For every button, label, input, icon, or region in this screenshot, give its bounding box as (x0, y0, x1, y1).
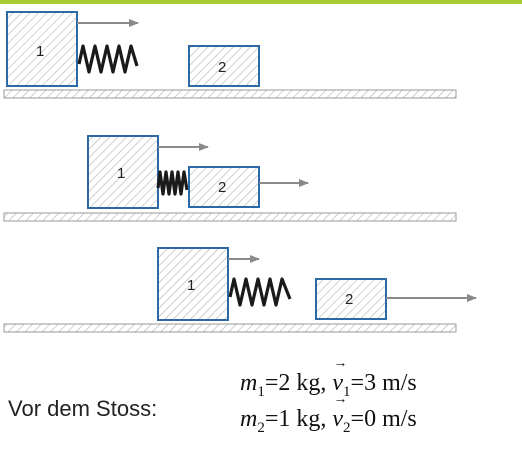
v2-symbol: v (332, 392, 347, 433)
block-1 (157, 247, 229, 321)
equation-line-1: m1=2 kg, v1=3 m/s (240, 356, 417, 401)
stage-1: 1 2 (3, 11, 457, 99)
stage-2: 1 2 (3, 135, 457, 222)
block-2 (315, 278, 387, 320)
block-1-label: 1 (36, 43, 44, 60)
v2-subscript: 2 (343, 419, 351, 436)
spring-3 (228, 277, 292, 307)
ground-1 (3, 89, 457, 99)
block-2 (188, 45, 260, 87)
m1-value: =2 kg, (264, 370, 327, 396)
stage-3: 1 2 (3, 247, 477, 333)
ground-2 (3, 212, 457, 222)
v1-symbol: v (332, 356, 347, 397)
block-2-label: 2 (218, 179, 226, 196)
m2-value: =1 kg, (264, 406, 327, 432)
block-1-label: 1 (117, 165, 125, 182)
v1-value: =3 m/s (350, 370, 417, 396)
m1-subscript: 1 (257, 383, 265, 400)
block-1 (6, 11, 78, 87)
block-2 (188, 166, 260, 208)
ground-3 (3, 323, 457, 333)
spring-1 (77, 44, 139, 74)
header-bar (0, 0, 522, 4)
spring-2-compressed (156, 170, 189, 196)
m2-subscript: 2 (257, 419, 265, 436)
m2-symbol: m (240, 406, 258, 432)
block-2-label: 2 (345, 291, 353, 308)
block-1-label: 1 (187, 277, 195, 294)
v2-value: =0 m/s (350, 406, 417, 432)
caption-label: Vor dem Stoss: (8, 396, 158, 421)
block-2-label: 2 (218, 59, 226, 76)
equation-line-2: m2=1 kg, v2=0 m/s (240, 392, 417, 437)
block-1 (87, 135, 159, 209)
m1-symbol: m (240, 370, 258, 396)
